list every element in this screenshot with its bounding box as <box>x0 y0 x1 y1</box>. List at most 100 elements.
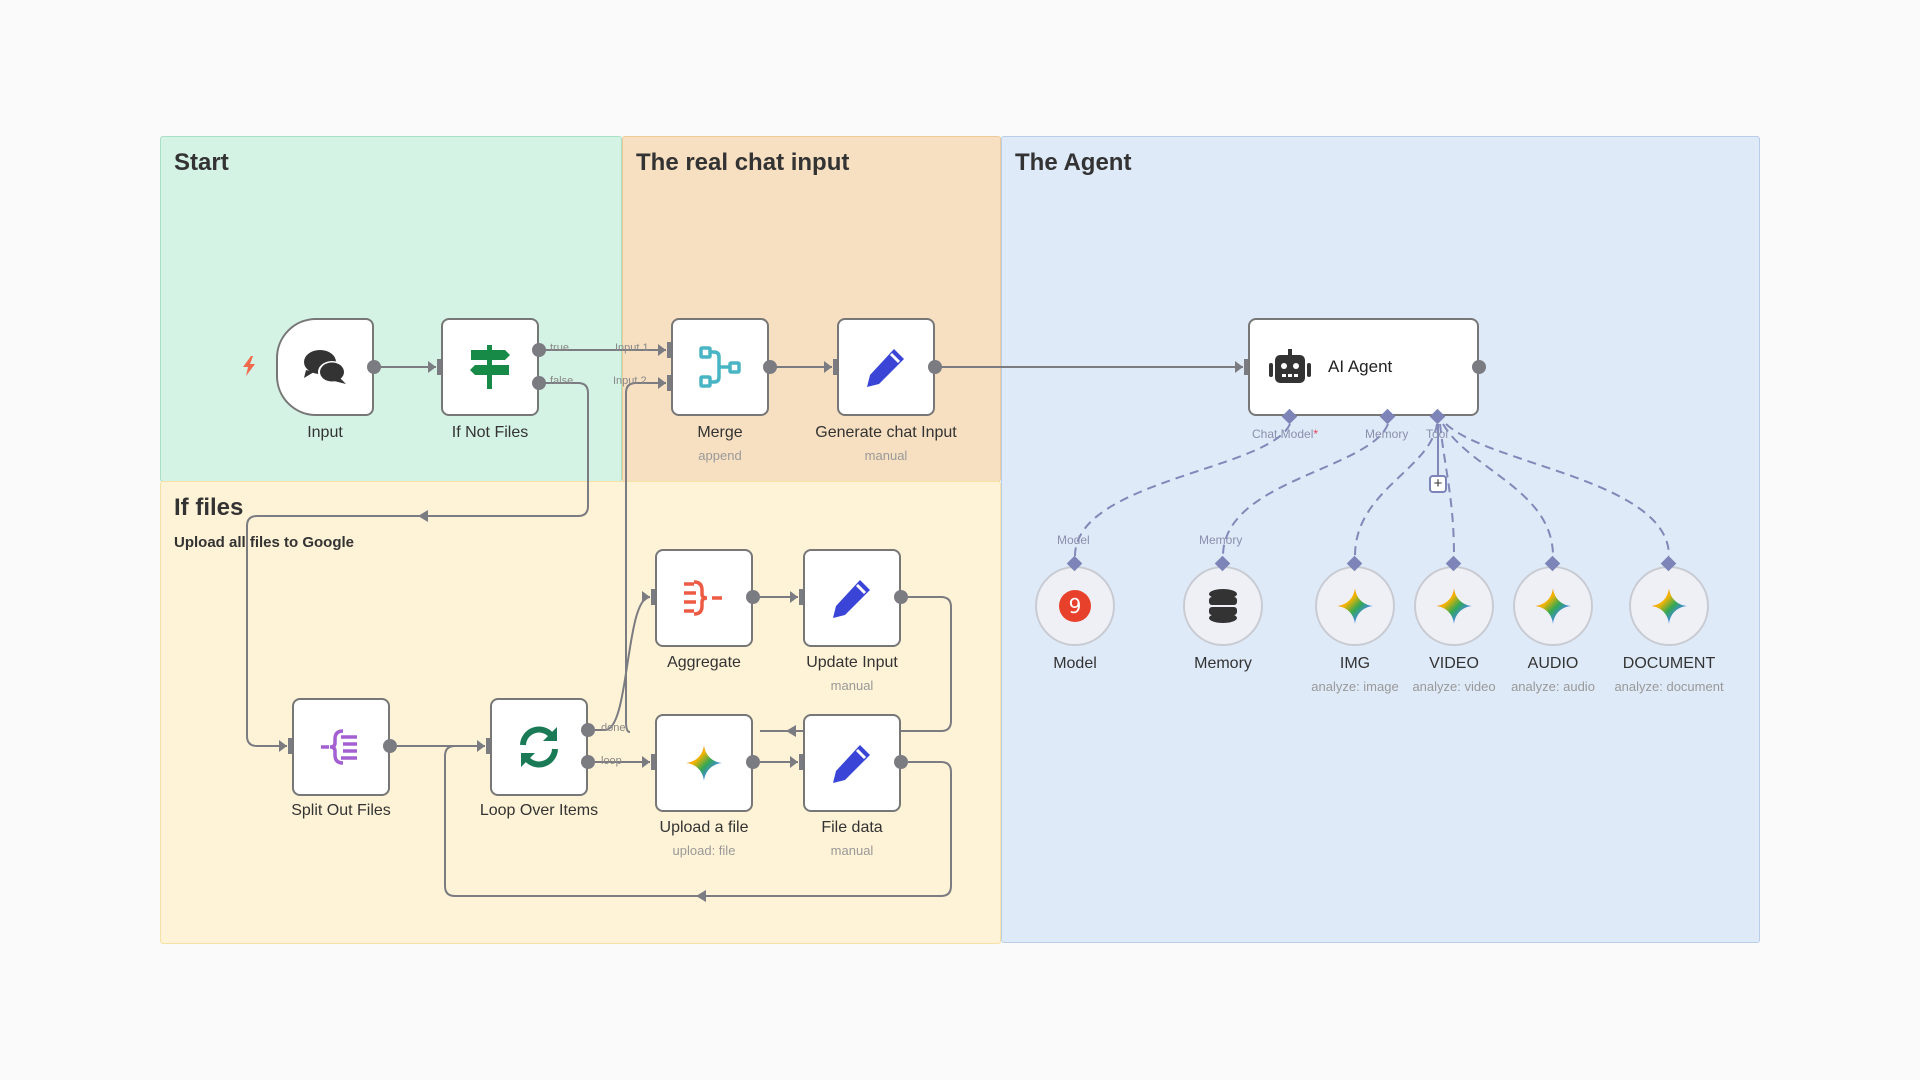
sub-node-label: DOCUMENT <box>1622 655 1716 672</box>
trigger-bolt-icon <box>243 356 255 376</box>
node-label: Merge <box>697 424 743 441</box>
gemini-icon <box>1649 586 1689 626</box>
loop-icon <box>520 726 558 768</box>
node-ai-agent[interactable]: AI Agent <box>1248 318 1479 416</box>
output-port[interactable] <box>894 590 908 604</box>
node-label: Split Out Files <box>291 802 391 819</box>
pencil-icon <box>867 349 904 387</box>
output-port-loop[interactable] <box>581 755 595 769</box>
add-tool-button[interactable]: + <box>1429 475 1447 493</box>
chat-bubbles-icon <box>304 350 346 384</box>
sub-node-subtitle: analyze: video <box>1412 679 1496 694</box>
sub-node-img[interactable] <box>1315 566 1395 646</box>
node-upload-file[interactable] <box>655 714 753 812</box>
node-file-data[interactable] <box>803 714 901 812</box>
node-input[interactable] <box>276 318 374 416</box>
sub-port-label: Model <box>1057 533 1090 547</box>
connector-label-chat-model: Chat Model* <box>1252 427 1319 441</box>
port-label-done: done <box>601 722 626 734</box>
pencil-icon <box>833 580 870 618</box>
node-subtitle: manual <box>830 678 874 693</box>
node-subtitle: append <box>698 448 742 463</box>
port-label-true: true <box>550 342 569 354</box>
node-label: AI Agent <box>1328 357 1393 376</box>
node-label: Upload a file <box>659 819 749 836</box>
input-port[interactable] <box>437 359 444 375</box>
sub-node-model[interactable]: 9 <box>1035 566 1115 646</box>
node-label: Loop Over Items <box>479 802 599 819</box>
connector-label-tool: Tool <box>1426 427 1449 441</box>
sub-node-memory[interactable] <box>1183 566 1263 646</box>
sub-node-label: AUDIO <box>1527 655 1579 672</box>
sub-node-video[interactable] <box>1414 566 1494 646</box>
input-port[interactable] <box>833 359 840 375</box>
database-icon <box>1209 589 1237 623</box>
node-update-input[interactable] <box>803 549 901 647</box>
port-label-false: false <box>550 375 574 387</box>
port-label-input1: Input 1 <box>615 342 649 354</box>
split-out-icon <box>321 729 357 765</box>
output-port[interactable] <box>763 360 777 374</box>
input-port-1[interactable] <box>667 342 674 358</box>
gemini-icon <box>1533 586 1573 626</box>
node-label: Generate chat Input <box>815 424 957 441</box>
input-port[interactable] <box>651 754 658 770</box>
sub-node-label: VIDEO <box>1429 655 1479 672</box>
node-label: File data <box>821 819 883 836</box>
sub-node-label: Model <box>1053 655 1097 672</box>
output-port[interactable] <box>894 755 908 769</box>
node-split-out-files[interactable] <box>292 698 390 796</box>
aggregate-icon <box>684 580 722 616</box>
output-port-false[interactable] <box>532 376 546 390</box>
port-label-input2: Input 2 <box>613 375 647 387</box>
sub-node-label: IMG <box>1339 655 1371 672</box>
output-port-true[interactable] <box>532 343 546 357</box>
node-merge[interactable] <box>671 318 769 416</box>
gemini-icon <box>1335 586 1375 626</box>
input-port[interactable] <box>288 738 295 754</box>
output-port[interactable] <box>928 360 942 374</box>
node-generate-chat-input[interactable] <box>837 318 935 416</box>
node-label: Aggregate <box>667 654 741 671</box>
signpost-icon <box>470 345 510 389</box>
sub-node-label: Memory <box>1194 655 1252 672</box>
input-port-2[interactable] <box>667 375 674 391</box>
node-loop-over-items[interactable] <box>490 698 588 796</box>
output-port[interactable] <box>1472 360 1486 374</box>
output-port[interactable] <box>383 739 397 753</box>
gemini-icon <box>1434 586 1474 626</box>
gemini-icon <box>684 743 724 783</box>
node-label: If Not Files <box>451 424 529 441</box>
group-subtitle: Upload all files to Google <box>174 534 355 551</box>
input-port[interactable] <box>651 589 658 605</box>
group-title: Start <box>174 149 229 176</box>
sub-port-label: Memory <box>1199 533 1243 547</box>
node-label: Input <box>307 424 343 441</box>
pencil-icon <box>833 745 870 783</box>
output-port-done[interactable] <box>581 723 595 737</box>
robot-icon <box>1269 349 1311 383</box>
output-port[interactable] <box>746 590 760 604</box>
sub-node-document[interactable] <box>1629 566 1709 646</box>
input-port[interactable] <box>1244 359 1251 375</box>
output-port[interactable] <box>367 360 381 374</box>
input-port[interactable] <box>799 589 806 605</box>
input-port[interactable] <box>799 754 806 770</box>
model-icon: 9 <box>1059 590 1091 622</box>
sub-node-subtitle: analyze: audio <box>1511 679 1595 694</box>
output-port[interactable] <box>746 755 760 769</box>
group-the-agent[interactable]: The Agent <box>1001 136 1760 943</box>
svg-text:9: 9 <box>1069 594 1082 618</box>
node-aggregate[interactable] <box>655 549 753 647</box>
input-port[interactable] <box>486 738 493 754</box>
group-title: The Agent <box>1015 149 1132 176</box>
port-label-loop: loop <box>601 755 622 767</box>
node-subtitle: manual <box>864 448 908 463</box>
sub-node-subtitle: analyze: document <box>1614 679 1724 694</box>
node-subtitle: upload: file <box>672 843 736 858</box>
sub-node-audio[interactable] <box>1513 566 1593 646</box>
sub-node-subtitle: analyze: image <box>1311 679 1399 694</box>
node-label: Update Input <box>806 654 898 671</box>
merge-icon <box>699 346 741 388</box>
node-if-not-files[interactable] <box>441 318 539 416</box>
